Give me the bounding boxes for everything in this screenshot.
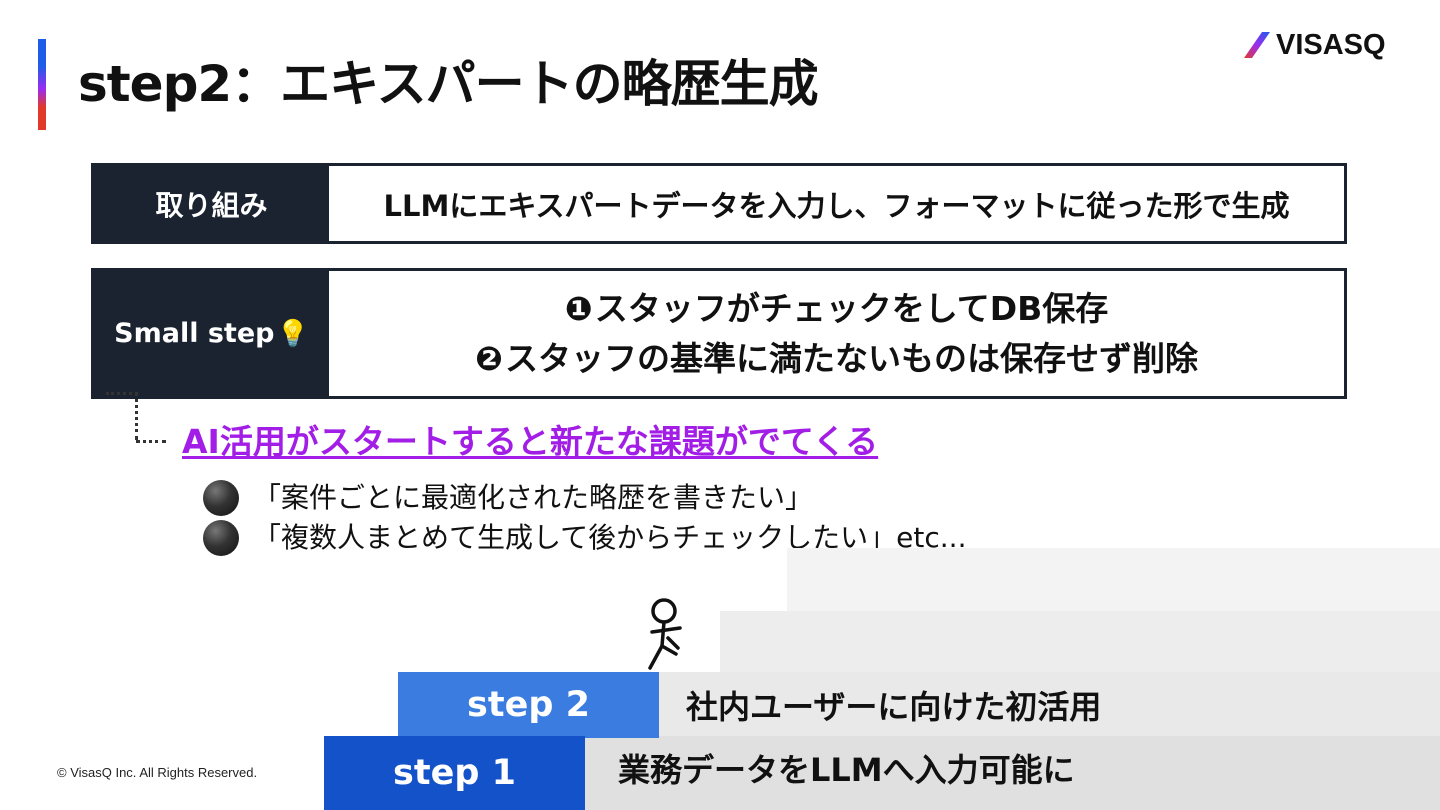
step2-block: step 2 [398, 672, 659, 738]
step1-block: step 1 [324, 736, 585, 810]
number-1-icon: ❶ [564, 288, 593, 328]
lightbulb-icon: 💡 [276, 318, 309, 349]
list-item: 「案件ごとに最適化された略歴を書きたい」 [203, 478, 966, 518]
small-step-line-1: ❶スタッフがチェックをしてDB保存 [565, 284, 1109, 334]
small-step-line-2: ❷スタッフの基準に満たないものは保存せず削除 [475, 334, 1198, 384]
bullet-dot-icon [203, 480, 239, 516]
challenge-list: 「案件ごとに最適化された略歴を書きたい」 「複数人まとめて生成して後からチェック… [203, 478, 966, 558]
small-step-label-cell: Small step 💡 [94, 271, 329, 396]
logo-slash-icon [1244, 32, 1270, 58]
visasq-logo: VISASQ [1242, 28, 1402, 62]
list-item-text: 「案件ごとに最適化された略歴を書きたい」 [253, 481, 814, 514]
approach-content: LLMにエキスパートデータを入力し、フォーマットに従った形で生成 [383, 188, 1290, 223]
connector-dots-bottom [136, 440, 166, 443]
stair-future-1 [720, 611, 1440, 673]
bullet-dot-icon [203, 520, 239, 556]
title-accent-bar [38, 39, 46, 130]
copyright-notice: © VisasQ Inc. All Rights Reserved. [57, 765, 258, 780]
small-step-text-2: スタッフの基準に満たないものは保存せず削除 [504, 338, 1198, 378]
stair-step2-band [659, 672, 1440, 738]
step2-description: 社内ユーザーに向けた初活用 [686, 688, 1102, 726]
connector-dots-vertical [135, 392, 138, 440]
stair-future-2 [787, 548, 1440, 611]
stair-step1-band [585, 736, 1440, 810]
connector-dots-top [106, 392, 138, 395]
stick-figure-icon [648, 598, 682, 670]
small-step-text-1: スタッフがチェックをしてDB保存 [594, 288, 1109, 328]
approach-label: 取り組み [94, 166, 329, 241]
small-step-row: Small step 💡 ❶スタッフがチェックをしてDB保存 ❷スタッフの基準に… [91, 268, 1347, 399]
small-step-content: ❶スタッフがチェックをしてDB保存 ❷スタッフの基準に満たないものは保存せず削除 [329, 271, 1344, 396]
challenge-heading: AI活用がスタートすると新たな課題がでてくる [182, 422, 879, 461]
approach-row: 取り組み LLMにエキスパートデータを入力し、フォーマットに従った形で生成 [91, 163, 1347, 244]
number-2-icon: ❷ [475, 338, 503, 378]
small-step-label: Small step [114, 318, 275, 349]
step1-description: 業務データをLLMへ入力可能に [618, 751, 1075, 789]
logo-text: VISASQ [1276, 29, 1386, 61]
slide-title: step2：エキスパートの略歴生成 [78, 55, 819, 113]
